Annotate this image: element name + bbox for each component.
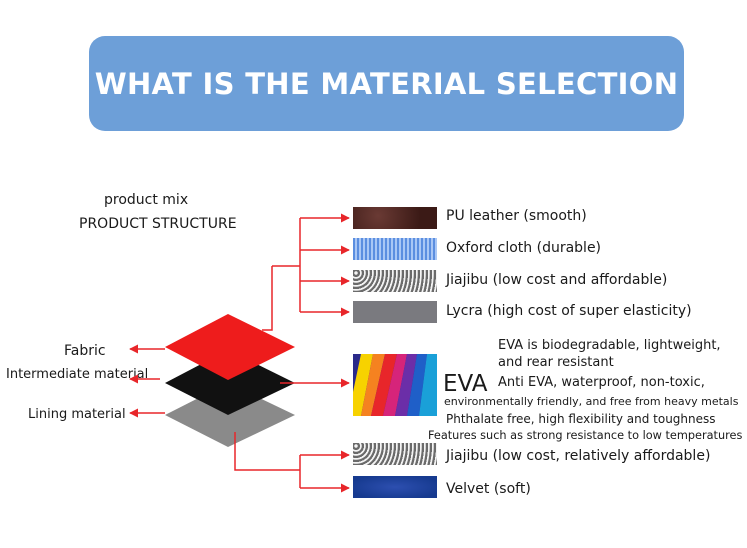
material-label-oxford: Oxford cloth (durable) — [446, 240, 602, 256]
lycra-swatch — [353, 301, 437, 323]
material-label-lycra: Lycra (high cost of super elasticity) — [446, 303, 692, 319]
material-label-pu-leather: PU leather (smooth) — [446, 208, 587, 224]
material-label-jiajibu-top: Jiajibu (low cost and affordable) — [446, 272, 668, 288]
pu-leather-swatch — [353, 207, 437, 229]
product-structure-label: PRODUCT STRUCTURE — [79, 216, 237, 232]
jiajibu-top-swatch — [353, 270, 437, 292]
jiajibu-bottom-swatch — [353, 443, 437, 465]
eva-desc-line-2: and rear resistant — [498, 355, 614, 370]
fabric-layer — [165, 314, 295, 380]
layer-label-lining: Lining material — [28, 407, 126, 422]
oxford-swatch — [353, 238, 437, 260]
velvet-swatch — [353, 476, 437, 498]
lining-branch-line — [234, 432, 300, 471]
product-mix-label: product mix — [104, 192, 189, 208]
eva-desc-line-3: Anti EVA, waterproof, non-toxic, — [498, 375, 705, 390]
layer-label-fabric: Fabric — [64, 343, 106, 359]
eva-desc-line-6: Features such as strong resistance to lo… — [428, 429, 743, 442]
eva-desc-line-5: Phthalate free, high flexibility and tou… — [446, 412, 716, 426]
material-label-velvet: Velvet (soft) — [446, 481, 531, 497]
layer-label-intermediate: Intermediate material — [6, 367, 149, 382]
page-title: WHAT IS THE MATERIAL SELECTION — [94, 66, 679, 101]
eva-desc-line-1: EVA is biodegradable, lightweight, — [498, 338, 721, 353]
fabric-branch-line — [262, 266, 273, 331]
eva-label: EVA — [443, 371, 488, 397]
title-banner: WHAT IS THE MATERIAL SELECTION — [89, 36, 684, 131]
eva-swatch — [353, 354, 437, 416]
eva-desc-line-4: environmentally friendly, and free from … — [444, 395, 739, 408]
intermediate-layer — [165, 350, 295, 415]
material-label-jiajibu-bottom: Jiajibu (low cost, relatively affordable… — [446, 448, 711, 464]
